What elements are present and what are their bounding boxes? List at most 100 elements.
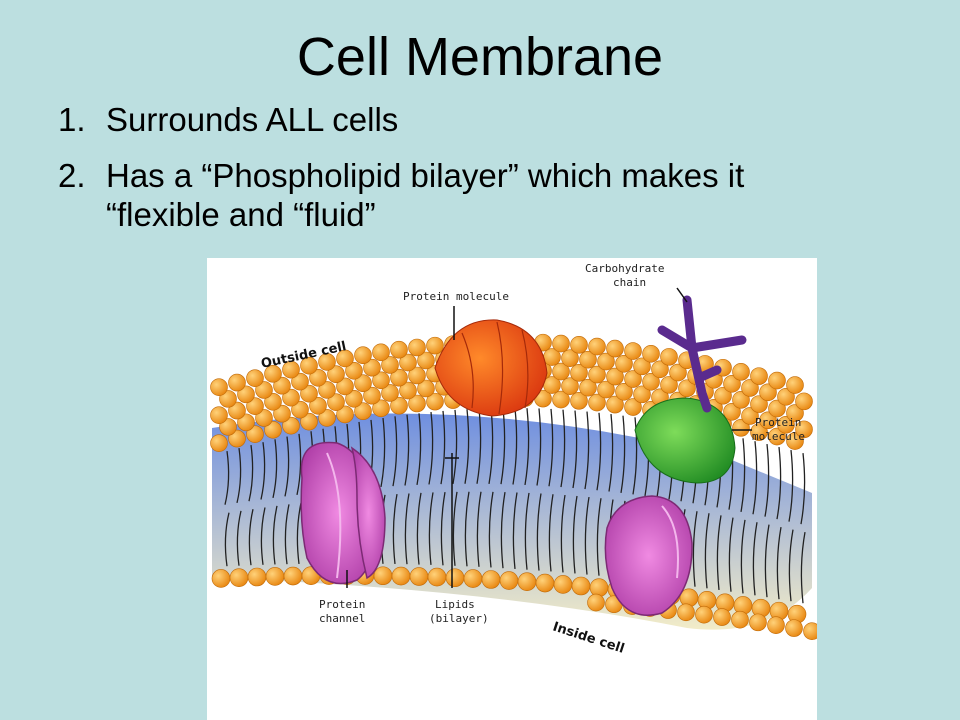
bullet-list: 1. Surrounds ALL cells 2. Has a “Phospho… [58, 100, 818, 251]
phosphate-head [723, 402, 741, 421]
lipid-tail [416, 492, 422, 565]
protein-molecule-top [434, 319, 548, 417]
lipid-tail [752, 441, 758, 515]
phosphate-head [777, 387, 795, 406]
phosphate-head [759, 411, 777, 430]
phosphate-head [588, 337, 606, 356]
phosphate-head [660, 376, 678, 394]
lipid-tail [260, 507, 266, 565]
lipid-tail [500, 407, 506, 485]
label-protein-molecule: Protein molecule [403, 290, 509, 303]
phosphate-head [615, 354, 633, 373]
phosphate-head [786, 404, 804, 422]
phosphate-head [336, 377, 354, 396]
lipid-tail [452, 409, 458, 484]
phosphate-head [651, 360, 669, 379]
cell-membrane-diagram: Protein molecule Carbohydrate chain Outs… [207, 258, 817, 720]
lipid-tail [632, 417, 638, 495]
phosphate-head [381, 356, 399, 374]
phosphate-head [517, 572, 537, 592]
lipid-tail [512, 492, 518, 569]
lipid-tail [788, 529, 794, 602]
lipid-tail [392, 416, 398, 487]
phosphate-head [741, 407, 759, 425]
phosphate-head [255, 409, 273, 427]
lipid-tail [392, 494, 398, 565]
lipid-tail [428, 492, 434, 565]
lipid-tail [704, 513, 710, 589]
lipid-tail [728, 517, 734, 592]
phosphate-head [535, 573, 555, 593]
phosphate-head [265, 567, 285, 586]
phosphate-head [615, 382, 633, 401]
lipid-tail [236, 448, 242, 504]
phosphate-head [750, 423, 768, 441]
phosphate-head [579, 378, 597, 397]
phosphate-head [695, 605, 713, 624]
phosphate-head [678, 379, 696, 398]
phosphate-head [561, 349, 579, 367]
phosphate-head [264, 393, 282, 411]
phosphate-head [291, 372, 309, 391]
phosphate-head [768, 427, 786, 446]
lipid-tail [272, 439, 278, 499]
label-protein-right-molecule: molecule [752, 430, 805, 443]
bullet-text: Surrounds ALL cells [106, 101, 399, 138]
lipid-tail [764, 444, 770, 517]
lipid-tail [464, 491, 470, 567]
phosphate-head [723, 374, 741, 393]
phosphate-head [606, 339, 624, 358]
phosphate-head [381, 384, 399, 402]
phosphate-head [553, 575, 573, 594]
phosphate-head [282, 416, 300, 435]
phosphate-head [714, 386, 732, 405]
phosphate-head [417, 379, 435, 398]
lipid-tail [236, 510, 242, 566]
phosphate-head [363, 386, 381, 405]
lipid-tail [776, 446, 782, 520]
slide-title: Cell Membrane [296, 27, 664, 87]
phosphate-head [499, 571, 519, 590]
phosphate-head [372, 371, 390, 390]
phosphate-head [660, 348, 678, 366]
phosphate-head [229, 568, 249, 587]
phosphate-head [210, 378, 228, 396]
phosphate-head [318, 381, 336, 399]
lipid-tail [224, 512, 230, 567]
lipid-tail [524, 408, 530, 486]
phosphate-head [768, 371, 786, 390]
phosphate-head [633, 385, 651, 404]
phosphate-head [633, 357, 651, 376]
phosphate-head [408, 338, 426, 357]
lipid-tail [740, 438, 746, 512]
phosphate-head [246, 369, 264, 387]
phosphate-head [777, 415, 795, 434]
lipid-tail [776, 526, 782, 600]
phosphate-head [786, 432, 804, 450]
phosphate-head [445, 568, 465, 588]
phosphate-head [606, 395, 624, 414]
phosphate-head [327, 365, 345, 383]
phosphate-head [273, 376, 291, 395]
label-protein-channel-2: channel [319, 612, 365, 625]
phosphate-head [300, 356, 318, 375]
phosphate-head [408, 394, 426, 413]
phosphate-head [741, 379, 759, 397]
phosphate-head [336, 405, 354, 424]
phosphate-head [390, 340, 408, 359]
lipid-tail [548, 494, 554, 572]
phosphate-head [552, 362, 570, 381]
phosphate-head [210, 434, 228, 452]
phosphate-head [247, 567, 267, 587]
bullet-number: 2. [58, 156, 86, 194]
bullet-text: Has a “Phospholipid bilayer” which makes… [106, 156, 745, 234]
bullet-item: 1. Surrounds ALL cells [58, 100, 818, 140]
lipid-tail [584, 411, 590, 490]
label-inside-cell: Inside cell [551, 620, 626, 657]
lipid-tail [800, 532, 806, 604]
lipid-tail [524, 492, 530, 570]
phosphate-head [624, 342, 642, 360]
bullet-number: 1. [58, 101, 86, 138]
phosphate-head [570, 392, 588, 410]
lipid-tail [404, 493, 410, 565]
